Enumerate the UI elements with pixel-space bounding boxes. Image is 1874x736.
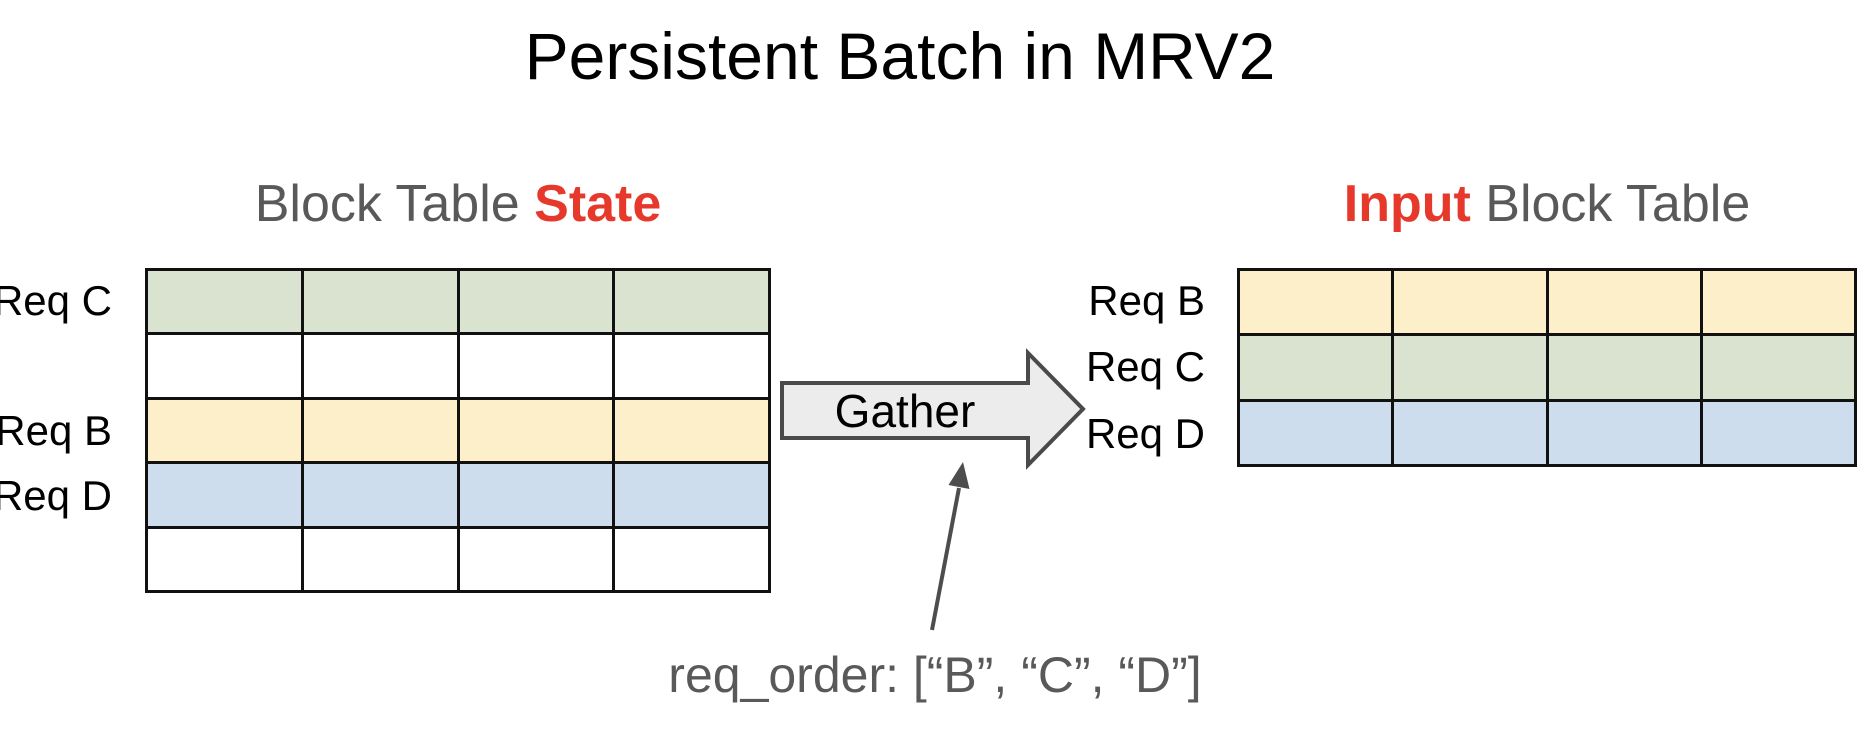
- block-cell: [148, 399, 301, 462]
- row-label: Req D: [1085, 409, 1205, 457]
- block-cell: [1702, 401, 1854, 464]
- block-cell: [148, 464, 301, 526]
- block-cell: [1240, 271, 1392, 334]
- input-table-heading-highlight: Input: [1343, 175, 1471, 233]
- input-table-heading-suffix: Block Table: [1470, 175, 1751, 233]
- block-cell: [303, 399, 457, 462]
- block-cell: [303, 271, 457, 333]
- input-block-table: [1237, 268, 1857, 467]
- state-table-heading-highlight: State: [534, 175, 662, 233]
- block-cell: [615, 335, 768, 397]
- state-block-table: [145, 268, 771, 593]
- block-cell: [459, 399, 613, 462]
- block-cell: [1548, 401, 1700, 464]
- block-cell: [1394, 401, 1546, 464]
- block-cell: [615, 528, 768, 590]
- slide-title: Persistent Batch in MRV2: [524, 19, 1276, 93]
- block-cell: [459, 335, 613, 397]
- row-label: Req C: [1085, 343, 1205, 391]
- block-cell: [615, 399, 768, 462]
- block-cell: [459, 528, 613, 590]
- row-label: Req B: [0, 406, 112, 454]
- block-cell: [1702, 271, 1854, 334]
- block-cell: [303, 528, 457, 590]
- block-cell: [1394, 336, 1546, 399]
- block-cell: [615, 464, 768, 526]
- block-cell: [459, 464, 613, 526]
- block-cell: [1702, 336, 1854, 399]
- block-cell: [615, 271, 768, 333]
- row-label: [0, 528, 112, 593]
- block-cell: [148, 271, 301, 333]
- row-label: [0, 333, 112, 398]
- block-cell: [1240, 401, 1392, 464]
- input-table-heading: Input Block Table: [1237, 178, 1857, 230]
- block-cell: [148, 528, 301, 590]
- block-cell: [1240, 336, 1392, 399]
- row-label: Req C: [0, 276, 112, 324]
- row-label: Req B: [1088, 277, 1205, 325]
- block-cell: [148, 335, 301, 397]
- block-cell: [1548, 336, 1700, 399]
- row-label: Req D: [0, 471, 112, 519]
- block-cell: [1394, 271, 1546, 334]
- block-cell: [1548, 271, 1700, 334]
- block-cell: [303, 464, 457, 526]
- state-table-row-labels: Req C Req B Req D: [0, 268, 112, 593]
- state-table-heading-prefix: Block Table: [254, 175, 535, 233]
- req-order-note: req_order: [“B”, “C”, “D”]: [668, 647, 1202, 703]
- gather-arrow-label: Gather: [834, 384, 976, 437]
- block-cell: [303, 335, 457, 397]
- input-table-row-labels: Req B Req C Req D: [1080, 268, 1205, 467]
- block-cell: [459, 271, 613, 333]
- annotation-arrow-head-icon: [948, 462, 970, 489]
- annotation-arrow-line: [930, 487, 961, 631]
- state-table-heading: Block Table State: [145, 178, 771, 230]
